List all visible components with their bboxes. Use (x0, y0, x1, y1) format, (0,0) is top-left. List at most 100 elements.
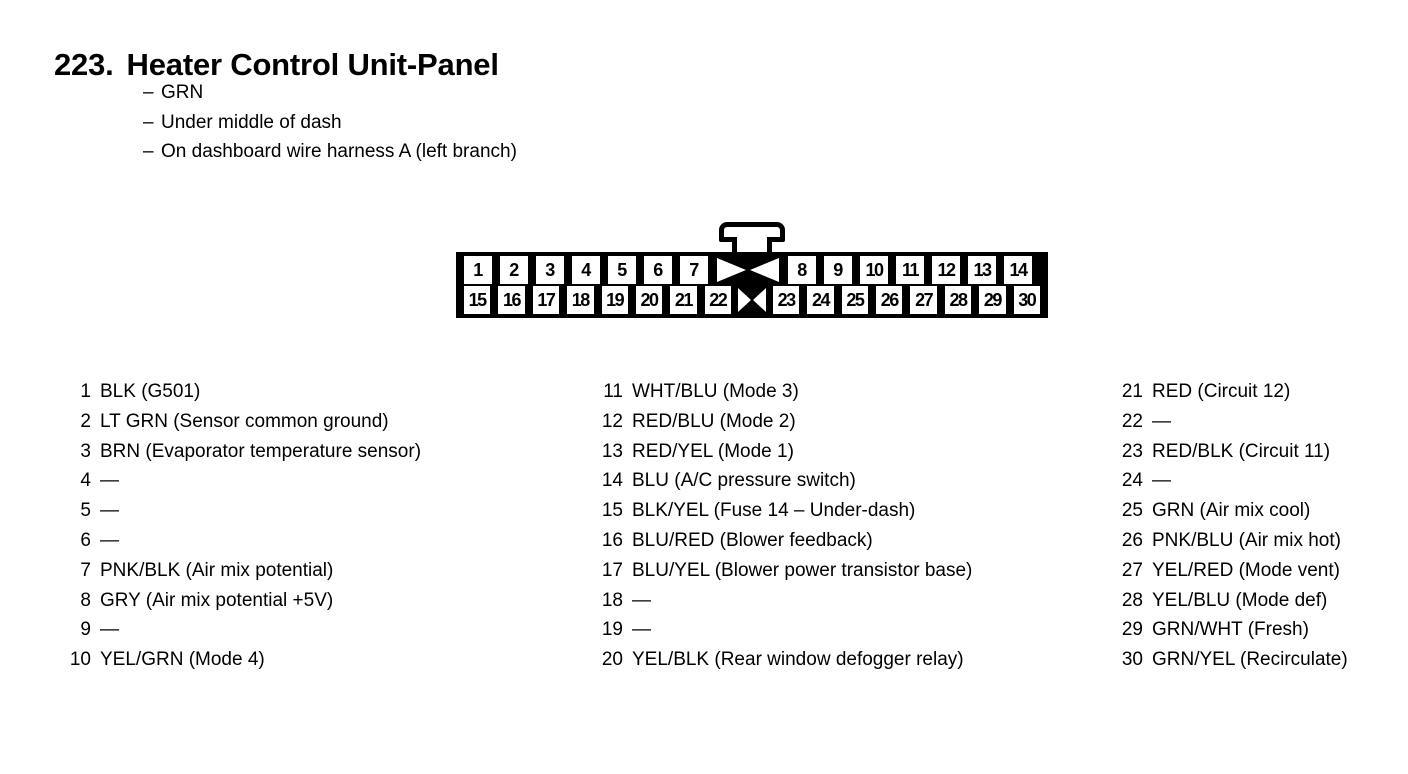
pin-legend-number: 29 (1121, 619, 1143, 641)
connector-note: –GRN (143, 78, 517, 108)
connector-pin-15[interactable]: 15 (460, 286, 495, 314)
connector-pin-4[interactable]: 4 (568, 256, 604, 284)
pin-legend-number: 10 (69, 649, 91, 671)
pin-legend-description: BLU/YEL (Blower power transistor base) (632, 559, 973, 581)
pin-legend-row: 8 GRY (Air mix potential +5V) (60, 590, 421, 620)
pin-legend-number: 22 (1121, 410, 1143, 432)
pin-legend-description: YEL/GRN (Mode 4) (100, 649, 265, 671)
connector-pin-10[interactable]: 10 (856, 256, 892, 284)
connector-pin-30[interactable]: 30 (1009, 286, 1044, 314)
note-dash: – (143, 82, 154, 103)
pin-legend-description: RED/BLK (Circuit 11) (1152, 440, 1331, 462)
connector-pin-23[interactable]: 23 (768, 286, 804, 314)
page-title-number: 223. (54, 46, 114, 82)
note-text: On dashboard wire harness A (left branch… (161, 141, 517, 162)
pin-legend-description: YEL/BLK (Rear window defogger relay) (632, 649, 964, 671)
pin-legend-row: 7 PNK/BLK (Air mix potential) (60, 560, 421, 590)
pin-legend-description: PNK/BLU (Air mix hot) (1152, 529, 1341, 551)
connector-note: –On dashboard wire harness A (left branc… (143, 137, 517, 167)
pin-legend-number: 8 (80, 589, 91, 611)
connector-pin-25[interactable]: 25 (837, 286, 873, 314)
connector-pin-3[interactable]: 3 (532, 256, 568, 284)
connector-pin-27[interactable]: 27 (906, 286, 941, 314)
connector-pin-7[interactable]: 7 (676, 256, 712, 284)
connector-pin-6[interactable]: 6 (640, 256, 676, 284)
connector-latch-tab (719, 222, 785, 255)
pin-legend-row: 24— (1112, 470, 1348, 500)
pin-legend-description: GRN/YEL (Recirculate) (1152, 649, 1348, 671)
connector-pin-18[interactable]: 18 (563, 286, 598, 314)
pin-legend-description: WHT/BLU (Mode 3) (632, 381, 799, 402)
connector-pin-20[interactable]: 20 (631, 286, 667, 314)
pin-legend-description: — (1152, 410, 1171, 432)
pin-legend-description: BRN (Evaporator temperature sensor) (100, 440, 422, 462)
pin-legend-row: 19— (592, 619, 972, 649)
connector-pin-16[interactable]: 16 (494, 286, 529, 314)
connector-pin-19[interactable]: 19 (597, 286, 632, 314)
pin-legend-row: 18 — (592, 590, 972, 620)
connector-pin-24[interactable]: 24 (803, 286, 838, 314)
pin-legend-description: GRY (Air mix potential +5V) (100, 589, 334, 611)
connector-pin-12[interactable]: 12 (928, 256, 964, 284)
pin-legend-number: 15 (601, 500, 623, 522)
pin-legend-row: 4— (60, 470, 421, 500)
pin-legend-description: RED/YEL (Mode 1) (632, 440, 794, 462)
connector-pin-1[interactable]: 1 (460, 256, 496, 284)
connector-pin-21[interactable]: 21 (666, 286, 701, 314)
connector-pin-22[interactable]: 22 (700, 286, 735, 314)
pin-legend-number: 7 (80, 559, 91, 581)
pin-legend-description: — (100, 500, 119, 522)
pin-legend-number: 30 (1121, 649, 1143, 671)
pin-legend-description: RED/BLU (Mode 2) (632, 410, 796, 432)
pin-legend-number: 20 (601, 649, 623, 671)
connector-pin-29[interactable]: 29 (975, 286, 1010, 314)
connector-pin-26[interactable]: 26 (872, 286, 907, 314)
pin-legend-description: BLK (G501) (100, 381, 201, 402)
pin-legend-row: 6— (60, 530, 421, 560)
connector-notes-list: –GRN–Under middle of dash–On dashboard w… (143, 78, 517, 167)
pin-legend-description: PNK/BLK (Air mix potential) (100, 559, 334, 581)
connector-pin-28[interactable]: 28 (940, 286, 976, 314)
pin-legend-number: 1 (80, 381, 91, 402)
pin-legend-description: YEL/RED (Mode vent) (1152, 559, 1340, 581)
pin-legend-row: 10 YEL/GRN (Mode 4) (60, 649, 421, 679)
connector-pin-11[interactable]: 11 (892, 256, 928, 284)
pin-legend-row: 20 YEL/BLK (Rear window defogger relay) (592, 649, 972, 679)
pin-legend-description: — (632, 619, 651, 641)
pin-legend-number: 17 (601, 559, 623, 581)
pin-legend-description: — (100, 529, 119, 551)
connector-pin-17[interactable]: 17 (528, 286, 564, 314)
pin-legend-description: BLU (A/C pressure switch) (632, 470, 856, 492)
pin-legend-row: 17 BLU/YEL (Blower power transistor base) (592, 559, 973, 590)
pin-legend-number: 13 (601, 440, 623, 462)
connector-pin-5[interactable]: 5 (604, 256, 640, 284)
connector-pin-14[interactable]: 14 (1000, 256, 1036, 284)
pin-legend-description: LT GRN (Sensor common ground) (100, 410, 389, 432)
pin-legend-description: — (100, 470, 119, 492)
pin-legend-number: 24 (1121, 470, 1143, 492)
pin-legend-row: 13 RED/YEL (Mode 1) (592, 441, 972, 471)
note-dash: – (143, 111, 154, 133)
pin-legend-number: 18 (601, 589, 623, 611)
connector-note: –Under middle of dash (143, 108, 517, 138)
pin-legend-description: RED (Circuit 12) (1152, 381, 1291, 402)
connector-pin-9[interactable]: 9 (820, 256, 856, 284)
pin-legend-description: — (632, 589, 651, 611)
pin-legend-number: 28 (1121, 589, 1143, 611)
connector-pin-8[interactable]: 8 (784, 256, 820, 284)
connector-pin-13[interactable]: 13 (964, 256, 1000, 284)
connector-pin-2[interactable]: 2 (496, 256, 532, 284)
pin-legend-number: 16 (601, 529, 623, 551)
